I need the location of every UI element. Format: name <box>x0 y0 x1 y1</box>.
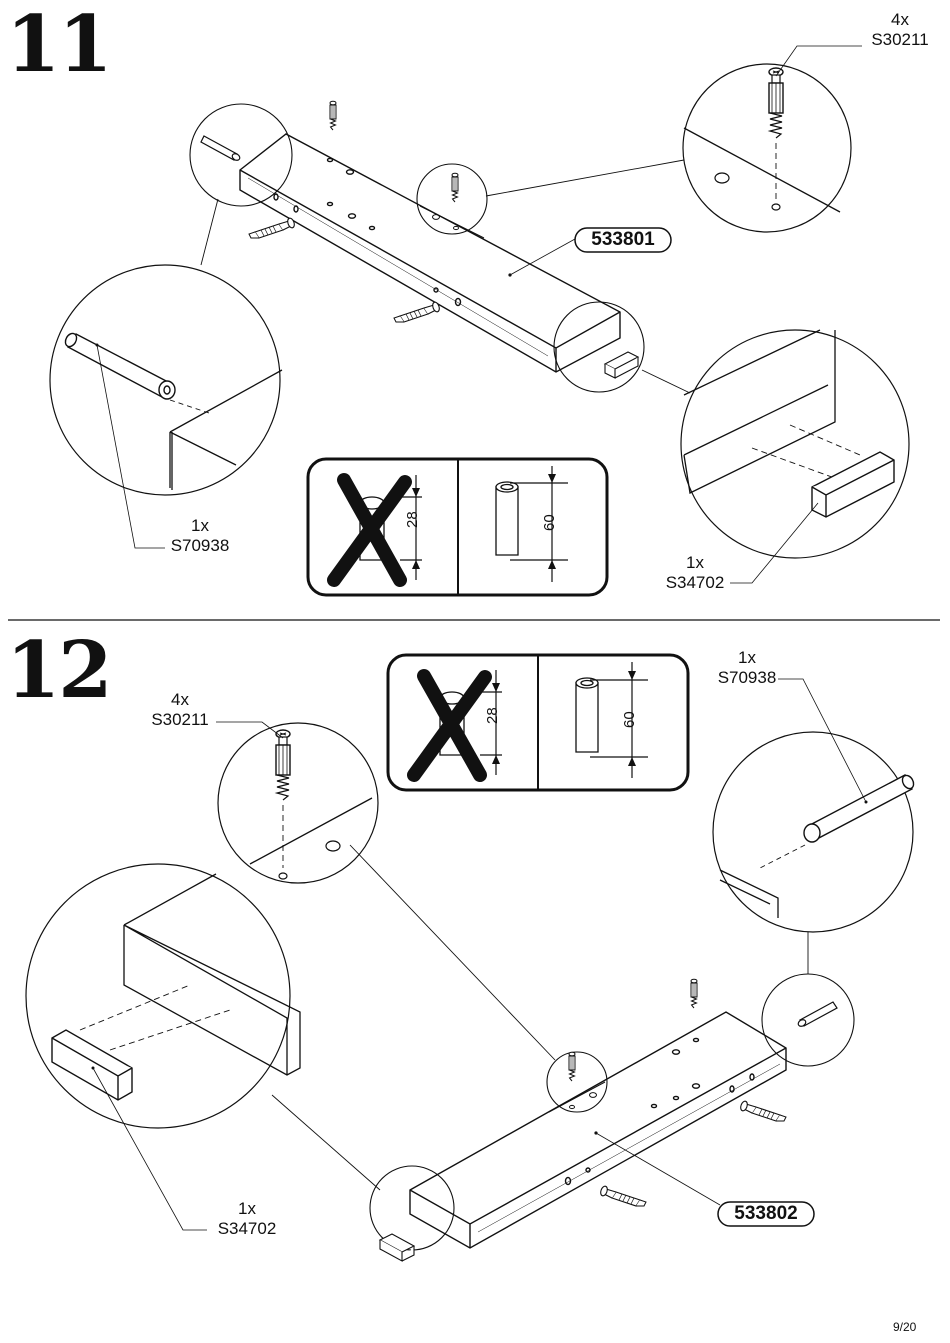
cam-bolt-icon <box>568 1051 576 1082</box>
end-cap-icon <box>378 1233 416 1262</box>
callout-s30211-11: 4x S30211 <box>855 10 945 49</box>
dowel-icon <box>598 1184 647 1207</box>
callout-code: S34702 <box>665 572 725 592</box>
cam-bolt-icon <box>690 978 698 1009</box>
dowel-icon <box>393 300 442 323</box>
dimension-wrong-12: 28 <box>484 707 501 724</box>
cam-bolt-icon <box>275 729 291 801</box>
callout-code: S34702 <box>217 1218 277 1238</box>
step-number-12: 12 <box>6 625 113 716</box>
callout-s34702-11: 1x S34702 <box>650 553 740 592</box>
step-12-drawing <box>25 653 915 1262</box>
callout-qty: 1x <box>238 1199 256 1218</box>
dimension-check-11 <box>306 457 609 597</box>
callout-s70938-12: 1x S70938 <box>702 648 792 687</box>
callout-qty: 4x <box>171 690 189 709</box>
cross-out-icon <box>407 669 492 782</box>
callout-code: S30211 <box>151 709 209 729</box>
board-533802 <box>409 1011 787 1249</box>
board-533801 <box>239 133 621 373</box>
callout-qty: 1x <box>738 648 756 667</box>
dimension-right-12: 60 <box>621 711 638 728</box>
callout-qty: 1x <box>191 516 209 535</box>
end-cap-icon <box>811 451 895 518</box>
callout-code: S70938 <box>170 535 230 555</box>
dimension-wrong-11: 28 <box>404 511 421 528</box>
page-number: 9/20 <box>893 1320 917 1334</box>
dowel-icon <box>248 216 297 239</box>
dowel-icon <box>200 135 241 161</box>
callout-code: S70938 <box>717 667 777 687</box>
callout-qty: 1x <box>686 553 704 572</box>
cam-bolt-icon <box>768 67 784 139</box>
step-number-11: 11 <box>6 0 113 90</box>
cam-bolt-icon <box>451 172 459 203</box>
board-part-number-12: 533802 <box>734 1203 798 1224</box>
step-11-drawing <box>49 45 910 584</box>
callout-s30211-12: 4x S30211 <box>135 690 225 729</box>
dowel-icon <box>803 774 915 843</box>
dimension-right-11: 60 <box>541 514 558 531</box>
cross-out-icon <box>327 473 412 587</box>
dowel-icon <box>797 1001 838 1027</box>
end-cap-icon <box>51 1029 133 1101</box>
callout-s70938-11: 1x S70938 <box>155 516 245 555</box>
callout-code: S30211 <box>871 29 929 49</box>
end-cap-icon <box>603 351 640 379</box>
dimension-check-12 <box>386 653 690 792</box>
board-part-number-11: 533801 <box>591 229 655 250</box>
callout-qty: 4x <box>891 10 909 29</box>
dowel-icon <box>64 332 176 400</box>
dowel-icon <box>738 1099 787 1122</box>
callout-s34702-12: 1x S34702 <box>202 1199 292 1238</box>
cam-bolt-icon <box>329 100 337 131</box>
